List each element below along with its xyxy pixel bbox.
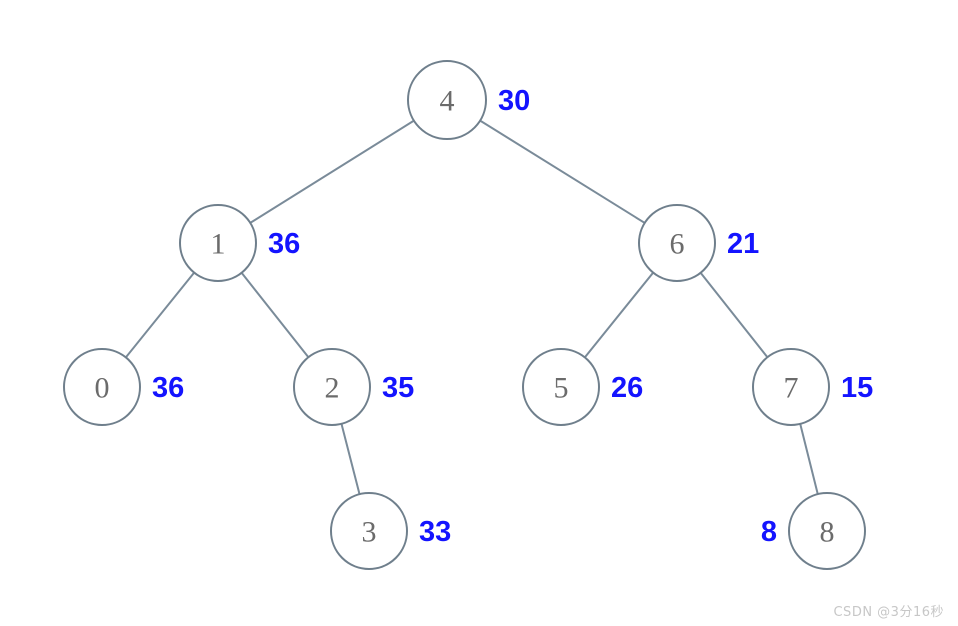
- tree-node-4[interactable]: 4 30: [407, 60, 530, 140]
- node-circle-8[interactable]: [788, 492, 866, 570]
- node-weight-label-0: 36: [152, 372, 184, 404]
- node-circle-0[interactable]: [63, 348, 141, 426]
- node-circle-7[interactable]: [752, 348, 830, 426]
- tree-node-1[interactable]: 1 36: [179, 204, 300, 282]
- node-key-label-3: 3: [362, 516, 377, 549]
- tree-node-7[interactable]: 7 15: [752, 348, 873, 426]
- tree-edges-group: [124, 119, 819, 496]
- node-weight-label-5: 26: [611, 372, 643, 404]
- csdn-watermark: CSDN @3分16秒: [833, 605, 944, 620]
- node-key-label-2: 2: [325, 372, 340, 405]
- node-key-label-0: 0: [95, 372, 110, 405]
- node-circle-1[interactable]: [179, 204, 257, 282]
- tree-edge-4-6: [479, 119, 646, 224]
- node-key-label-5: 5: [554, 372, 569, 405]
- node-weight-label-4: 30: [498, 85, 530, 117]
- tree-node-8[interactable]: 88: [761, 492, 866, 570]
- tree-edge-1-0: [124, 271, 196, 359]
- node-key-label-1: 1: [211, 228, 226, 261]
- node-key-label-7: 7: [784, 372, 799, 405]
- tree-edge-2-3: [340, 422, 361, 496]
- tree-edge-7-8: [799, 422, 819, 496]
- node-weight-label-2: 35: [382, 372, 414, 404]
- node-circle-2[interactable]: [293, 348, 371, 426]
- node-weight-label-6: 21: [727, 228, 759, 260]
- node-key-label-6: 6: [670, 228, 685, 261]
- tree-node-5[interactable]: 5 26: [522, 348, 643, 426]
- node-circle-6[interactable]: [638, 204, 716, 282]
- node-circle-4[interactable]: [407, 60, 487, 140]
- tree-edge-6-5: [583, 271, 655, 359]
- node-weight-label-7: 15: [841, 372, 873, 404]
- tree-edge-6-7: [699, 271, 769, 359]
- tree-node-0[interactable]: 0 36: [63, 348, 184, 426]
- node-weight-label-3: 33: [419, 516, 451, 548]
- node-weight-label-8: 8: [761, 516, 777, 548]
- node-key-label-4: 4: [440, 85, 455, 118]
- tree-edge-4-1: [249, 119, 415, 224]
- node-circle-3[interactable]: [330, 492, 408, 570]
- node-weight-label-1: 36: [268, 228, 300, 260]
- tree-node-2[interactable]: 2 35: [293, 348, 414, 426]
- node-key-label-8: 8: [820, 516, 835, 549]
- node-circle-5[interactable]: [522, 348, 600, 426]
- tree-edge-1-2: [240, 271, 310, 359]
- tree-node-6[interactable]: 6 21: [638, 204, 759, 282]
